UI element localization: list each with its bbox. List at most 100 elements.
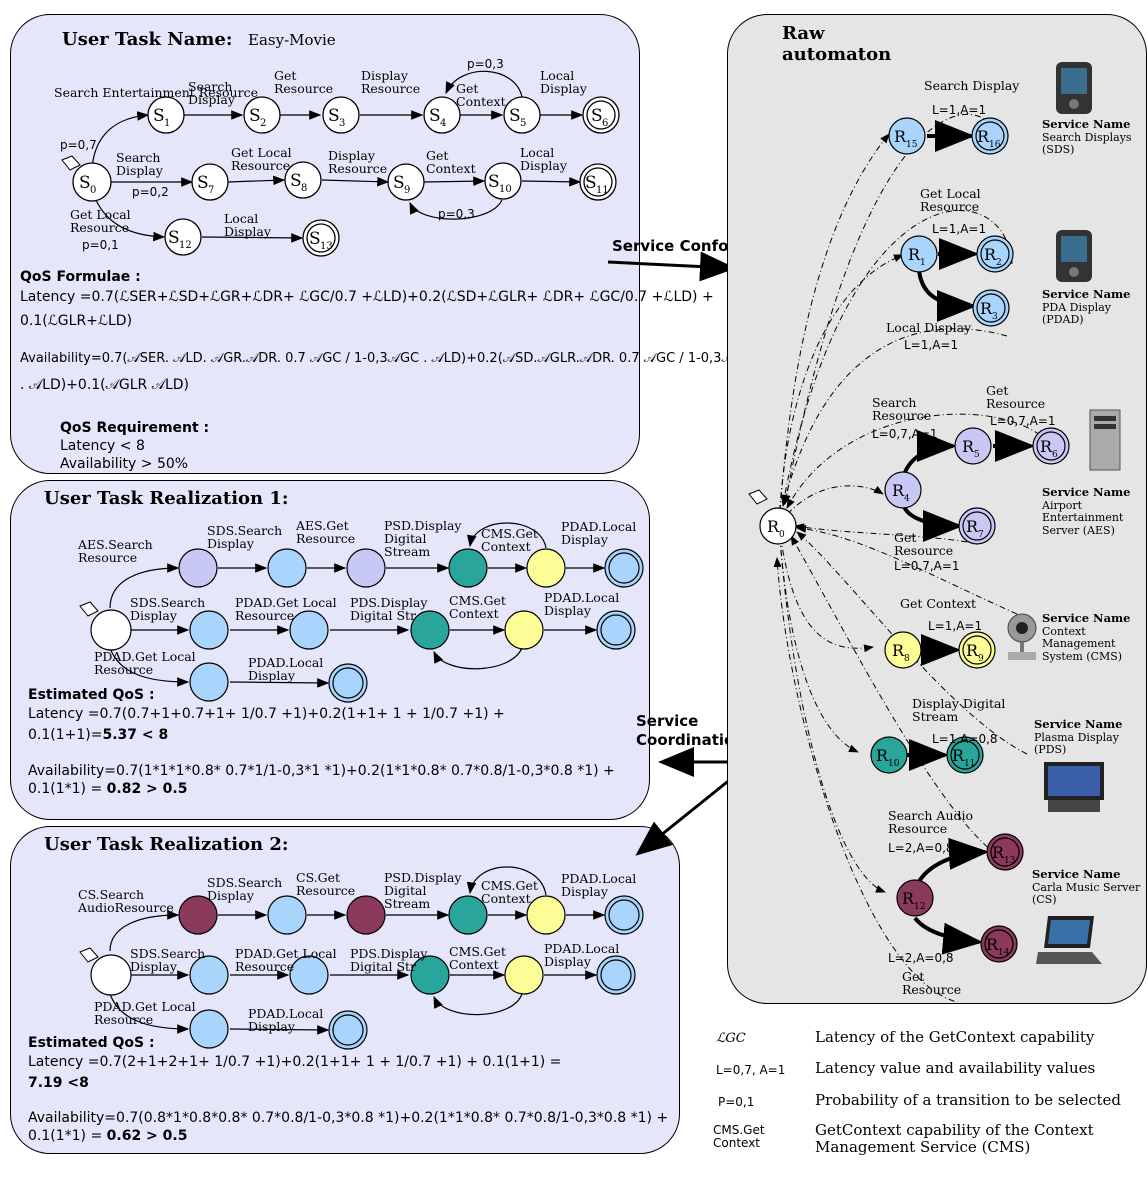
svg-text:R: R (984, 245, 997, 264)
realization-2-label: SDS.Search Display (207, 875, 283, 904)
service-sds: Service Name Search Displays (SDS) (1042, 117, 1142, 157)
svg-text:S: S (429, 106, 441, 126)
edge-label: Display Resource (361, 68, 421, 97)
svg-text:8: 8 (904, 654, 910, 664)
svg-text:11: 11 (596, 185, 609, 196)
edge-label: p=0,1 (82, 238, 119, 252)
task-title-label: User Task Name: (62, 29, 233, 50)
edge-label: Local Display (520, 145, 567, 174)
realization-1-title: User Task Realization 1: (44, 488, 289, 509)
realization-1-availability-line1: Availability=0.7(1*1*1*0.8* 0.7*1/1-0,3*… (28, 763, 615, 779)
realization-1-label: AES.Get Resource (296, 518, 356, 547)
realization-1-label: SDS.Search Display (207, 523, 283, 552)
availability-formula-line1: Availability=0.7(𝒜SER. 𝒜LD. 𝒜GR.𝒜DR. 0.7… (20, 351, 753, 366)
svg-text:3: 3 (992, 312, 998, 322)
svg-text:14: 14 (998, 948, 1010, 958)
realization-2-label: PDAD.Get Local Resource (94, 999, 196, 1028)
svg-text:S: S (290, 171, 302, 191)
realization-2-label: CMS.Get Context (449, 944, 506, 973)
qos-requirement-availability: Availability > 50% (60, 456, 189, 472)
realization-2-label: PDS.Display Digital Str (350, 946, 428, 975)
svg-text:R: R (767, 517, 780, 536)
service-pdad: Service Name PDA Display (PDAD) (1042, 287, 1142, 327)
svg-text:S: S (591, 106, 603, 126)
realization-1-latency-line1: Latency =0.7(0.7+1+0.7+1+ 1/0.7 +1)+0.2(… (28, 706, 505, 722)
legend-key: P=0,1 (718, 1095, 755, 1109)
raw-edge-label: Display Digital Stream (912, 696, 1006, 725)
realization-1-label: PDAD.Local Display (248, 655, 324, 684)
svg-text:S: S (197, 173, 209, 193)
raw-edge-label: L=1,A=0,8 (932, 732, 998, 746)
edge-label: Get Local Resource (231, 145, 292, 174)
realization-1-latency-result: 5.37 < 8 (102, 727, 169, 743)
raw-edge-label: Get Resource (894, 530, 954, 559)
svg-text:S: S (168, 228, 180, 248)
svg-text:R: R (952, 746, 965, 765)
service-pds: Service Name Plasma Display (PDS) (1034, 717, 1144, 757)
svg-text:R: R (966, 641, 979, 660)
realization-2-latency-result: 7.19 <8 (28, 1075, 89, 1091)
legend-text: Latency of the GetContext capability (815, 1028, 1095, 1046)
svg-text:R: R (977, 127, 990, 146)
svg-text:S: S (393, 173, 405, 193)
realization-2-label: PDAD.Local Display (248, 1006, 324, 1035)
raw-edge-label: L=1,A=1 (904, 338, 959, 352)
realization-1-estimated-title: Estimated QoS : (28, 687, 155, 703)
raw-edge-label: L=2,A=0,8 (888, 951, 954, 965)
svg-text:R: R (962, 437, 975, 456)
raw-edge-label: Get Local Resource (920, 186, 981, 215)
qos-formulae-title: QoS Formulae : (20, 269, 141, 285)
svg-text:0: 0 (90, 185, 96, 196)
svg-text:5: 5 (520, 118, 526, 129)
realization-1-availability-prefix: 0.1(1*1) = (28, 781, 103, 797)
svg-text:S: S (309, 229, 321, 249)
raw-edge-label: L=1,A=1 (928, 619, 983, 633)
realization-1-availability-result: 0.82 > 0.5 (106, 781, 188, 797)
edge-label: Display Resource (328, 148, 388, 177)
service-label: Service Name (1034, 717, 1123, 731)
realization-1-label: AES.Search Resource (78, 537, 153, 566)
raw-edge-label: Search Audio Resource (888, 808, 974, 837)
svg-text:R: R (980, 299, 993, 318)
svg-text:0: 0 (779, 530, 785, 540)
edge-label: p=0,7 (60, 138, 97, 152)
realization-1-label: PDAD.Local Display (544, 590, 620, 619)
svg-text:13: 13 (320, 241, 333, 252)
edge-label: Local Display (540, 68, 587, 97)
svg-text:6: 6 (602, 118, 608, 129)
svg-text:R: R (966, 517, 979, 536)
raw-edge-label: Search Display (924, 78, 1020, 93)
svg-text:5: 5 (974, 450, 980, 460)
svg-text:R: R (876, 746, 889, 765)
realization-1-label: CMS.Get Context (449, 593, 506, 622)
realization-1-label: PDAD.Local Display (561, 519, 637, 548)
realization-1-label: PDAD.Get Local Resource (94, 649, 196, 678)
realization-2-label: CMS.Get Context (481, 878, 538, 907)
realization-1-label: PDAD.Get Local Resource (235, 595, 337, 624)
realization-1-automaton (79, 522, 644, 703)
pda-device-icon (1056, 230, 1092, 282)
raw-edge-label: L=1,A=1 (932, 222, 987, 236)
task-title-value: Easy-Movie (248, 31, 336, 49)
svg-text:7: 7 (208, 185, 214, 196)
service-cs: Service Name Carla Music Server (CS) (1032, 867, 1142, 907)
svg-text:16: 16 (989, 140, 1001, 150)
realization-2-automaton (79, 866, 644, 1050)
svg-text:4: 4 (440, 118, 446, 129)
svg-text:1: 1 (920, 258, 926, 268)
latency-formula-line2: 0.1(ℒGLR+ℒLD) (20, 313, 133, 329)
edge-label: Search Display (188, 79, 235, 108)
edge-label: Get Context (426, 148, 476, 177)
svg-text:R: R (908, 245, 921, 264)
svg-text:S: S (488, 172, 500, 192)
raw-edge-label: Get Resource (986, 383, 1046, 412)
realization-1-latency-prefix: 0.1(1+1)= (28, 727, 103, 743)
svg-text:8: 8 (301, 183, 307, 194)
svg-text:R: R (902, 889, 915, 908)
raw-edge-label: Search Resource (872, 395, 932, 424)
svg-text:R: R (894, 127, 907, 146)
raw-edge-label: L=0,7,A=1 (894, 559, 960, 573)
service-aes: Service Name Airport Entertainment Serve… (1042, 485, 1142, 538)
